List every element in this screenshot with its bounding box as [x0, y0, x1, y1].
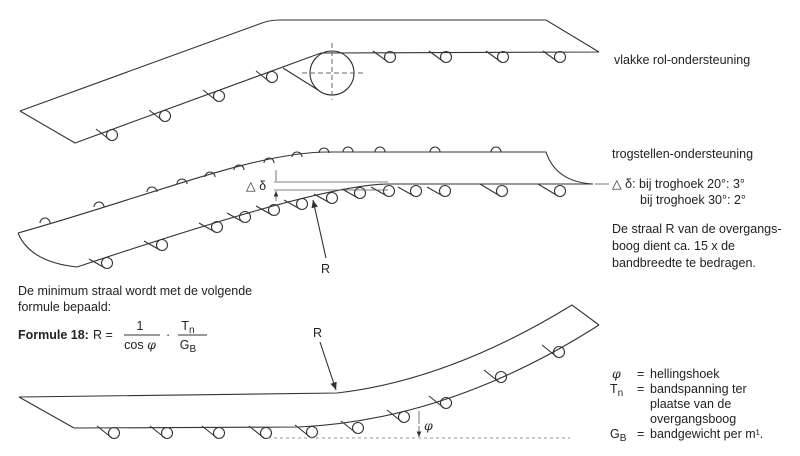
radius-arrow	[319, 341, 337, 391]
upper-roller	[490, 146, 502, 153]
belt-outline	[18, 304, 600, 429]
idler-roller	[201, 425, 226, 440]
delta-label: △ δ	[246, 179, 266, 193]
legend-text: plaatse van de	[650, 397, 731, 411]
legend-text: bandgewicht per m¹.	[650, 427, 763, 441]
idler-roller	[148, 109, 172, 123]
legend-symbol-phi: φ	[612, 366, 621, 381]
idler-roller	[479, 183, 509, 198]
flat-support-label: vlakke rol-ondersteuning	[614, 53, 750, 67]
idler-roller	[255, 70, 279, 84]
idler-roller	[541, 344, 566, 359]
angle-label: φ	[424, 418, 433, 433]
legend-eq: =	[637, 382, 644, 396]
radius-label: R	[321, 262, 330, 276]
trough-support-label: trogstellen-ondersteuning	[612, 147, 753, 161]
legend-eq: =	[637, 427, 644, 441]
idler-roller	[426, 184, 452, 198]
legend-text: hellingshoek	[650, 367, 720, 381]
idler-roller	[542, 50, 567, 64]
intro-line-1: De minimum straal wordt met de volgende	[18, 284, 252, 298]
upper-roller	[176, 178, 188, 185]
idler-roller	[95, 128, 119, 142]
formula-num1: 1	[137, 319, 144, 333]
idler-roller	[198, 220, 224, 234]
idler-roller	[341, 186, 367, 200]
pulley-crosshair	[302, 43, 364, 100]
idler-roller	[483, 369, 508, 384]
idler-roller	[537, 183, 567, 198]
idler-roller	[255, 203, 281, 217]
legend-eq: =	[637, 367, 644, 381]
idler-roller	[283, 197, 309, 211]
formula-label: Formule 18:	[18, 328, 89, 342]
radius-note-3: bandbreedte te bedragen.	[612, 256, 756, 270]
idler-roller	[143, 238, 169, 252]
idler-roller	[397, 184, 423, 198]
idler-roller	[226, 210, 252, 224]
formula-lhs: R =	[93, 328, 113, 342]
upper-roller	[342, 146, 354, 153]
legend-symbol-tn: Tn	[610, 382, 623, 399]
idler-roller	[428, 50, 453, 64]
idler-roller	[96, 425, 121, 440]
legend-symbol-gb: GB	[610, 427, 627, 444]
delta-line-1: △ δ: bij troghoek 20°: 3°	[612, 177, 745, 191]
radius-arrow	[311, 199, 327, 259]
upper-roller	[39, 217, 51, 224]
formula: Formule 18: R = 1 cos φ · Tn GB	[18, 319, 207, 355]
upper-roller	[429, 146, 441, 153]
idler-roller	[428, 395, 453, 410]
idler-roller	[372, 50, 397, 64]
delta-line-2: bij troghoek 30°: 2°	[640, 193, 746, 207]
pulley-tangent-line	[282, 67, 319, 91]
legend-text: bandspanning ter	[650, 382, 747, 396]
belt-outline	[19, 19, 600, 144]
radius-note-1: De straal R van de overgangs-	[612, 222, 782, 236]
upper-roller	[374, 146, 386, 153]
idler-roller	[202, 89, 226, 103]
idler-roller	[294, 424, 319, 439]
legend-text: overgangsboog	[650, 412, 736, 426]
idler-roller	[88, 256, 114, 270]
idler-roller	[149, 425, 174, 440]
idler-roller	[370, 184, 396, 198]
radius-label: R	[313, 326, 322, 340]
legend: φ = hellingshoek Tn = bandspanning ter p…	[610, 366, 763, 444]
upper-roller	[93, 201, 105, 208]
formula-den2: GB	[180, 338, 197, 355]
upper-roller	[263, 157, 275, 164]
idler-roller	[248, 425, 273, 440]
delta-reference-lines	[274, 181, 388, 191]
trough-support-diagram: △ δ R trogstellen-ondersteuning △ δ: bij…	[17, 146, 782, 276]
upper-roller	[291, 151, 303, 158]
formula-dot: ·	[166, 328, 170, 342]
idler-roller	[313, 191, 339, 205]
flat-roller-support-diagram: vlakke rol-ondersteuning	[19, 19, 750, 144]
idler-roller	[485, 50, 510, 64]
belt-outline	[17, 151, 594, 268]
formula-num2: Tn	[181, 319, 194, 336]
idler-roller	[340, 420, 365, 435]
formula-den1: cos φ	[124, 337, 156, 352]
incline-transition-diagram: φ R	[18, 304, 600, 440]
intro-line-2: formule bepaald:	[18, 300, 111, 314]
radius-note-2: boog dient ca. 15 x de	[612, 239, 735, 253]
idler-roller	[386, 409, 411, 424]
pulley-circle	[309, 50, 355, 96]
upper-roller	[233, 164, 245, 171]
